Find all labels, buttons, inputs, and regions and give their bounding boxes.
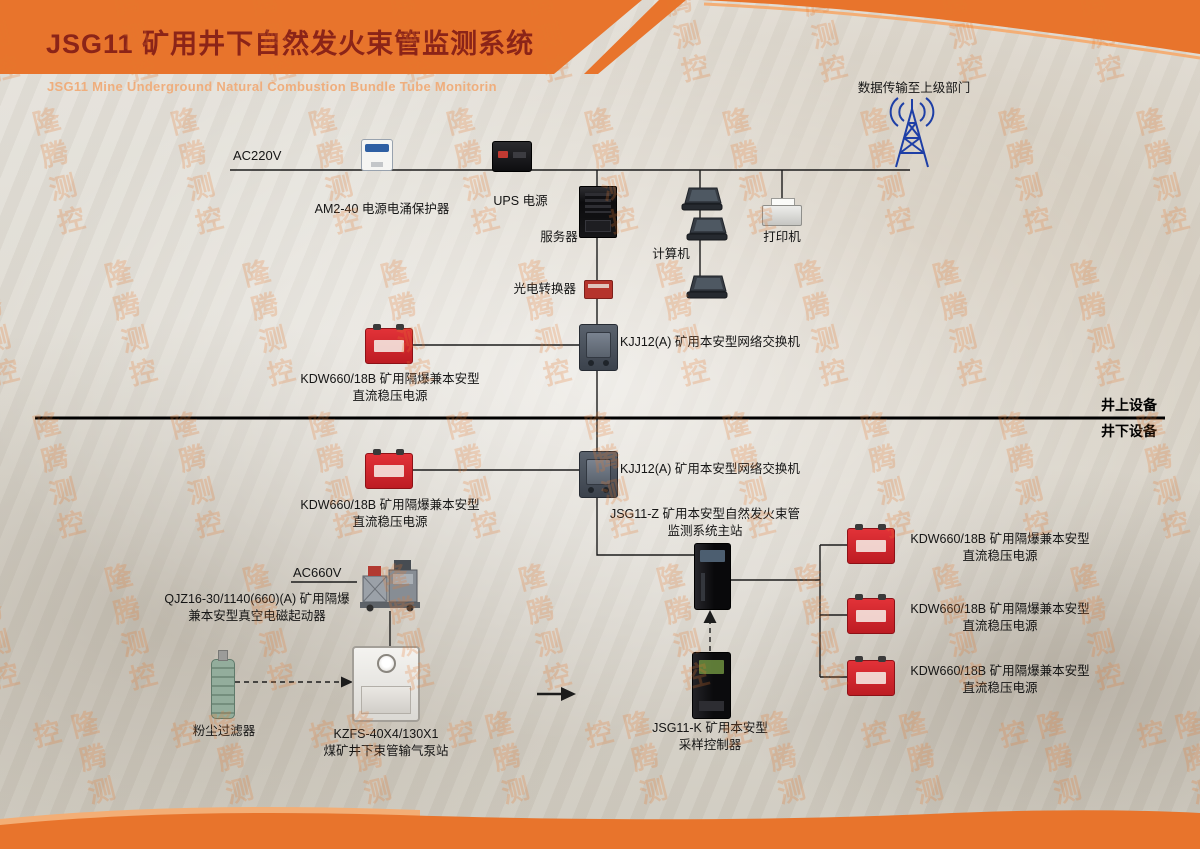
network-switch-surface-label: KJJ12(A) 矿用本安型网络交换机 xyxy=(620,335,800,349)
kdw-power-right3-label: KDW660/18B 矿用隔爆兼本安型 直流稳压电源 xyxy=(885,663,1115,697)
kdw-power-surface-icon xyxy=(365,323,413,364)
printer-label: 打印机 xyxy=(763,230,801,244)
kdw-label-line2: 直流稳压电源 xyxy=(352,515,428,529)
antenna-icon xyxy=(884,95,940,174)
kdw-power-surface-label: KDW660/18B 矿用隔爆兼本安型 直流稳压电源 xyxy=(275,371,505,405)
jsg11z-label-line1: JSG11-Z 矿用本安型自然发火束管 xyxy=(609,507,801,521)
jsg11z-label-line2: 监测系统主站 xyxy=(667,524,743,538)
surge-protector-icon xyxy=(361,139,393,171)
qjz-starter-label: QJZ16-30/1140(660)(A) 矿用隔爆 兼本安型真空电磁起动器 xyxy=(142,591,372,625)
qjz-label-line1: QJZ16-30/1140(660)(A) 矿用隔爆 xyxy=(164,592,350,606)
kdw-label-line1: KDW660/18B 矿用隔爆兼本安型 xyxy=(300,372,480,386)
optical-converter-icon xyxy=(584,280,613,299)
pump-label-line1: KZFS-40X4/130X1 xyxy=(333,727,439,741)
kdw-label-line2: 直流稳压电源 xyxy=(962,619,1038,633)
kdw-power-right1-label: KDW660/18B 矿用隔爆兼本安型 直流稳压电源 xyxy=(885,531,1115,565)
data-link-label: 数据传输至上级部门 xyxy=(857,81,971,95)
jsg11k-label-line1: JSG11-K 矿用本安型 xyxy=(652,721,768,735)
ac220v-label: AC220V xyxy=(233,148,282,163)
pump-label-line2: 煤矿井下束管输气泵站 xyxy=(323,744,449,758)
ups-label: UPS 电源 xyxy=(493,194,548,208)
footer-banner xyxy=(0,807,1200,849)
kdw-power-underground-label: KDW660/18B 矿用隔爆兼本安型 直流稳压电源 xyxy=(275,497,505,531)
kdw-power-underground-icon xyxy=(365,448,413,489)
kdw-power-right2-icon xyxy=(847,593,895,634)
pump-station-icon xyxy=(352,646,420,722)
network-switch-underground-icon xyxy=(579,451,618,498)
dust-filter-icon xyxy=(211,650,235,719)
qjz-starter-icon xyxy=(356,558,424,617)
surge-protector-label: AM2-40 电源电涌保护器 xyxy=(314,202,450,216)
printer-icon xyxy=(762,198,802,226)
kdw-label-line1: KDW660/18B 矿用隔爆兼本安型 xyxy=(910,602,1090,616)
kdw-label-line1: KDW660/18B 矿用隔爆兼本安型 xyxy=(910,664,1090,678)
network-switch-underground-label: KJJ12(A) 矿用本安型网络交换机 xyxy=(620,462,800,476)
ups-icon xyxy=(492,141,532,172)
surface-zone-label: 井上设备 xyxy=(1101,397,1157,413)
kdw-label-line2: 直流稳压电源 xyxy=(962,681,1038,695)
network-switch-surface-icon xyxy=(579,324,618,371)
pump-station-label: KZFS-40X4/130X1 煤矿井下束管输气泵站 xyxy=(271,726,501,760)
kdw-power-right2-label: KDW660/18B 矿用隔爆兼本安型 直流稳压电源 xyxy=(885,601,1115,635)
kdw-power-right3-icon xyxy=(847,655,895,696)
page-title: JSG11 矿用井下自然发火束管监测系统 xyxy=(46,29,535,59)
dust-filter-label: 粉尘过滤器 xyxy=(192,724,256,738)
server-icon xyxy=(579,186,617,238)
kdw-label-line2: 直流稳压电源 xyxy=(352,389,428,403)
computer-icon xyxy=(681,187,723,219)
underground-zone-label: 井下设备 xyxy=(1101,423,1157,439)
jsg11k-controller-icon xyxy=(692,652,731,719)
jsg11k-controller-label: JSG11-K 矿用本安型 采样控制器 xyxy=(595,720,825,754)
computer-icon xyxy=(686,275,728,307)
jsg11z-main-station-label: JSG11-Z 矿用本安型自然发火束管 监测系统主站 xyxy=(590,506,820,540)
page-subtitle: JSG11 Mine Underground Natural Combustio… xyxy=(47,79,497,94)
server-label: 服务器 xyxy=(540,230,578,244)
kdw-label-line1: KDW660/18B 矿用隔爆兼本安型 xyxy=(300,498,480,512)
ac660v-label: AC660V xyxy=(293,565,342,580)
kdw-power-right1-icon xyxy=(847,523,895,564)
optical-converter-label: 光电转换器 xyxy=(513,282,576,296)
header-banner xyxy=(0,0,1200,74)
computer-icon xyxy=(686,217,728,249)
kdw-label-line1: KDW660/18B 矿用隔爆兼本安型 xyxy=(910,532,1090,546)
computer-label: 计算机 xyxy=(652,247,690,261)
jsg11z-main-station-icon xyxy=(694,543,731,610)
qjz-label-line2: 兼本安型真空电磁起动器 xyxy=(188,609,326,623)
jsg11k-label-line2: 采样控制器 xyxy=(678,738,742,752)
kdw-label-line2: 直流稳压电源 xyxy=(962,549,1038,563)
